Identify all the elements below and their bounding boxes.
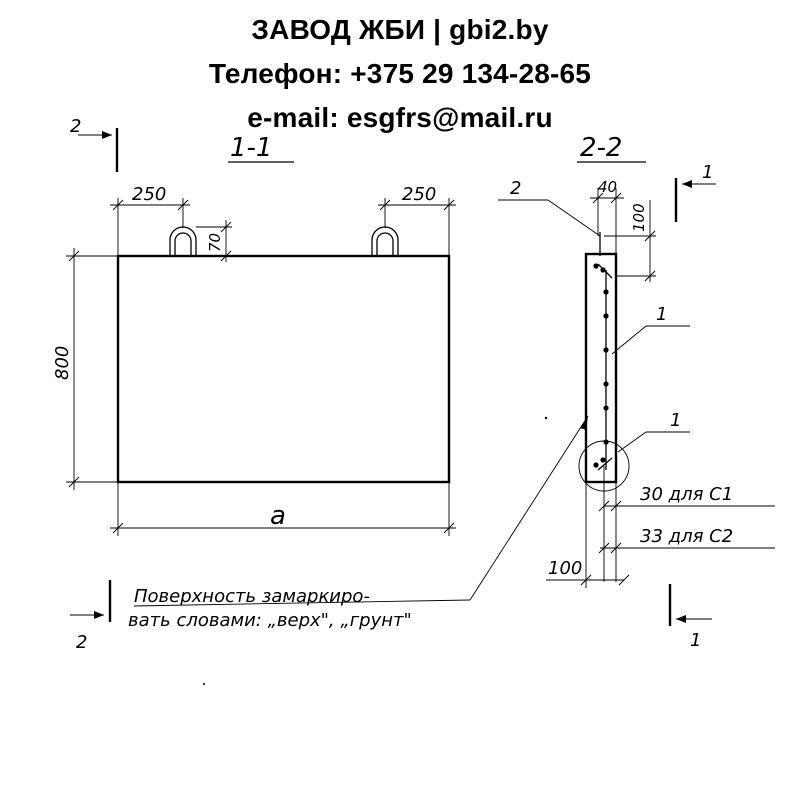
header: ЗАВОД ЖБИ | gbi2.by Телефон: +375 29 134… — [0, 8, 800, 140]
svg-text:1: 1 — [670, 410, 681, 431]
lifting-loop-right — [371, 226, 399, 256]
svg-text:2: 2 — [76, 632, 87, 653]
svg-text:250: 250 — [132, 184, 166, 205]
dimension-250-right: 250 — [378, 184, 456, 256]
speck — [203, 683, 205, 685]
svg-text:a: a — [270, 501, 286, 531]
dimension-800: 800 — [52, 248, 170, 490]
note-line-1: Поверхность замаркиро- — [134, 586, 370, 607]
reinforcement — [593, 263, 613, 471]
svg-text:1: 1 — [656, 304, 667, 325]
section-2-title: 2-2 — [580, 133, 622, 163]
svg-text:1: 1 — [690, 630, 701, 651]
svg-text:70: 70 — [206, 233, 224, 252]
callout-2: 2 — [498, 178, 601, 237]
email-line: e-mail: esgfrs@mail.ru — [247, 102, 553, 133]
svg-text:40: 40 — [598, 178, 617, 196]
dimension-100-bottom: 100 — [546, 482, 630, 588]
dimension-70: 70 — [196, 220, 232, 262]
cut-mark-1-top: 1 — [674, 162, 716, 222]
dimension-a: a — [110, 482, 456, 536]
callout-1-lower: 1 — [617, 410, 690, 453]
company-title: ЗАВОД ЖБИ | gbi2.by — [251, 14, 549, 45]
svg-text:100: 100 — [630, 203, 648, 232]
lifting-loop-right-inner — [376, 232, 394, 256]
note-line-2: вать словами: „верх", „грунт" — [128, 610, 412, 631]
svg-text:800: 800 — [52, 346, 73, 380]
dimension-250-left: 250 — [110, 184, 190, 256]
slab-cross-section — [584, 252, 618, 484]
cut-mark-2-bottom: 2 — [70, 580, 112, 653]
phone-line: Телефон: +375 29 134-28-65 — [208, 58, 592, 89]
callout-1-upper: 1 — [611, 304, 690, 355]
cut-mark-1-bottom: 1 — [668, 584, 712, 651]
svg-text:250: 250 — [402, 184, 436, 205]
dimension-40: 40 — [590, 178, 624, 254]
cut-mark-2-top: 2 — [70, 116, 119, 172]
dimension-cover: 30 для С1 33 для С2 — [598, 466, 775, 582]
svg-text:2: 2 — [70, 116, 81, 137]
section-1-title: 1-1 — [230, 133, 272, 163]
speck — [544, 416, 548, 420]
slab-front-view — [116, 254, 451, 484]
svg-text:1: 1 — [702, 162, 713, 183]
svg-text:2: 2 — [510, 178, 521, 199]
note-leader — [469, 415, 589, 601]
svg-text:100: 100 — [548, 558, 582, 579]
lifting-loop-left — [169, 226, 197, 256]
note-underline — [133, 599, 471, 607]
lifting-loop-left-inner — [174, 232, 192, 256]
cover-c1: 30 для С1 — [640, 484, 733, 505]
dimension-100-top: 100 — [604, 200, 656, 282]
cover-c2: 33 для С2 — [640, 526, 733, 547]
note-leader-arrow — [580, 416, 588, 430]
